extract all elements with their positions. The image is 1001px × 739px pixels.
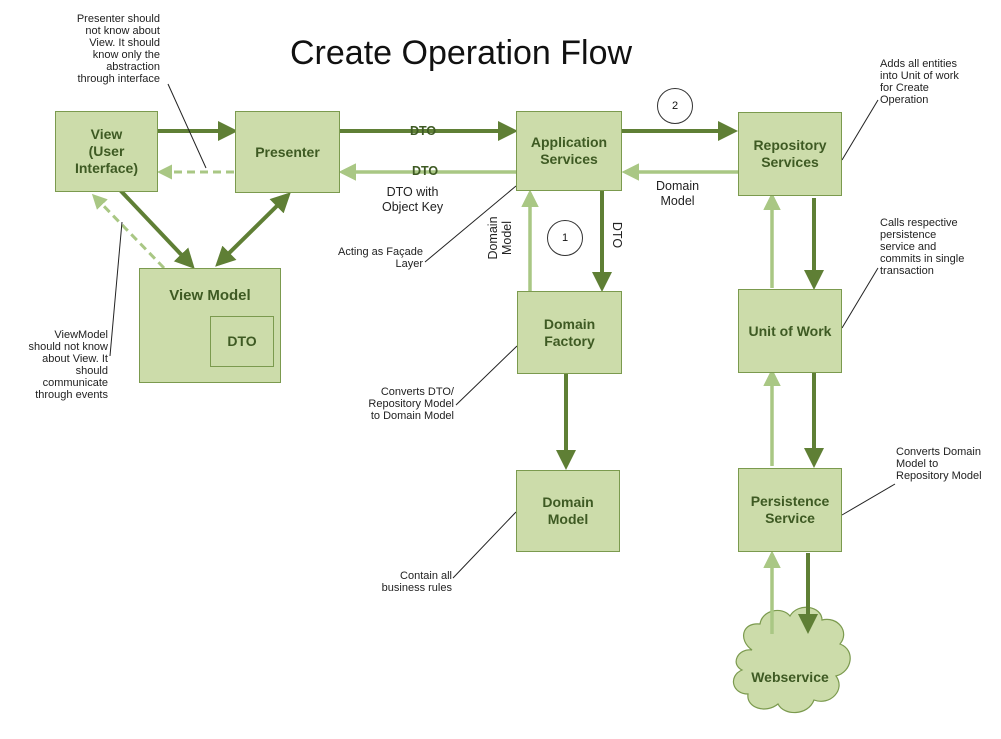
node-unit-of-work-label: Unit of Work bbox=[748, 322, 832, 339]
diagram-title: Create Operation Flow bbox=[290, 34, 633, 72]
node-persistence-service: Persistence Service bbox=[738, 468, 842, 552]
callout-presenter-note bbox=[167, 83, 207, 169]
edge-label-dto-back: DTO bbox=[412, 164, 439, 178]
node-webservice-label: Webservice bbox=[751, 668, 829, 685]
note-viewmodel: ViewModel should not know about View. It… bbox=[28, 329, 109, 401]
step-circle-1-label: 1 bbox=[561, 232, 569, 244]
note-facade: Acting as Façade Layer bbox=[338, 246, 423, 270]
edge-label-domain-model-vertical: Domain Model bbox=[486, 216, 514, 260]
node-domain-factory-label: Domain Factory bbox=[543, 315, 596, 349]
node-repository-services: Repository Services bbox=[738, 112, 842, 196]
note-converts-domain: Converts Domain Model to Repository Mode… bbox=[896, 446, 982, 482]
callout-viewmodel-note bbox=[109, 221, 123, 357]
edge-label-dto-with-key: DTO with Object Key bbox=[382, 185, 444, 214]
note-unit-of-work: Adds all entities into Unit of work for … bbox=[880, 58, 959, 106]
node-webservice: Webservice bbox=[742, 660, 838, 694]
node-domain-factory: Domain Factory bbox=[517, 291, 622, 374]
arrow-viewmodel-to-view bbox=[91, 193, 166, 270]
node-domain-model: Domain Model bbox=[516, 470, 620, 552]
callout-facade-note bbox=[424, 185, 517, 263]
step-circle-1: 1 bbox=[547, 220, 583, 256]
node-view-model-label: View Model bbox=[169, 287, 251, 304]
arrow-view-to-viewmodel bbox=[118, 188, 195, 269]
edge-label-domain-model-back: Domain Model bbox=[656, 179, 700, 208]
step-circle-2: 2 bbox=[657, 88, 693, 124]
node-view-ui: View (User Interface) bbox=[55, 111, 158, 192]
node-persistence-service-label: Persistence Service bbox=[750, 493, 830, 526]
node-view-ui-label: View (User Interface) bbox=[74, 126, 139, 176]
node-dto-inner-label: DTO bbox=[227, 333, 257, 349]
edge-label-dto-vertical: DTO bbox=[610, 221, 624, 249]
edge-label-dto-forward: DTO bbox=[410, 124, 437, 138]
node-presenter-label: Presenter bbox=[255, 143, 320, 160]
node-unit-of-work: Unit of Work bbox=[738, 289, 842, 373]
node-application-services: Application Services bbox=[516, 111, 622, 191]
callout-commits-note bbox=[841, 267, 879, 329]
note-converts-dto: Converts DTO/ Repository Model to Domain… bbox=[368, 386, 454, 422]
node-domain-model-label: Domain Model bbox=[542, 494, 594, 527]
note-business-rules: Contain all business rules bbox=[381, 570, 452, 594]
callout-unit-of-work-note bbox=[841, 99, 879, 161]
note-commits: Calls respective persistence service and… bbox=[880, 217, 965, 277]
callout-converts-dto-note bbox=[455, 345, 518, 406]
callout-converts-domain-note bbox=[841, 483, 896, 516]
step-circle-2-label: 2 bbox=[671, 100, 679, 112]
note-presenter: Presenter should not know about View. It… bbox=[76, 13, 160, 85]
arrow-presenter-viewmodel bbox=[215, 192, 291, 267]
node-presenter: Presenter bbox=[235, 111, 340, 193]
webservice-cloud-shape bbox=[732, 606, 851, 714]
callout-business-rules-note bbox=[452, 511, 517, 579]
node-dto-inner: DTO bbox=[210, 316, 274, 367]
node-repository-services-label: Repository Services bbox=[753, 137, 827, 170]
node-application-services-label: Application Services bbox=[530, 134, 608, 167]
